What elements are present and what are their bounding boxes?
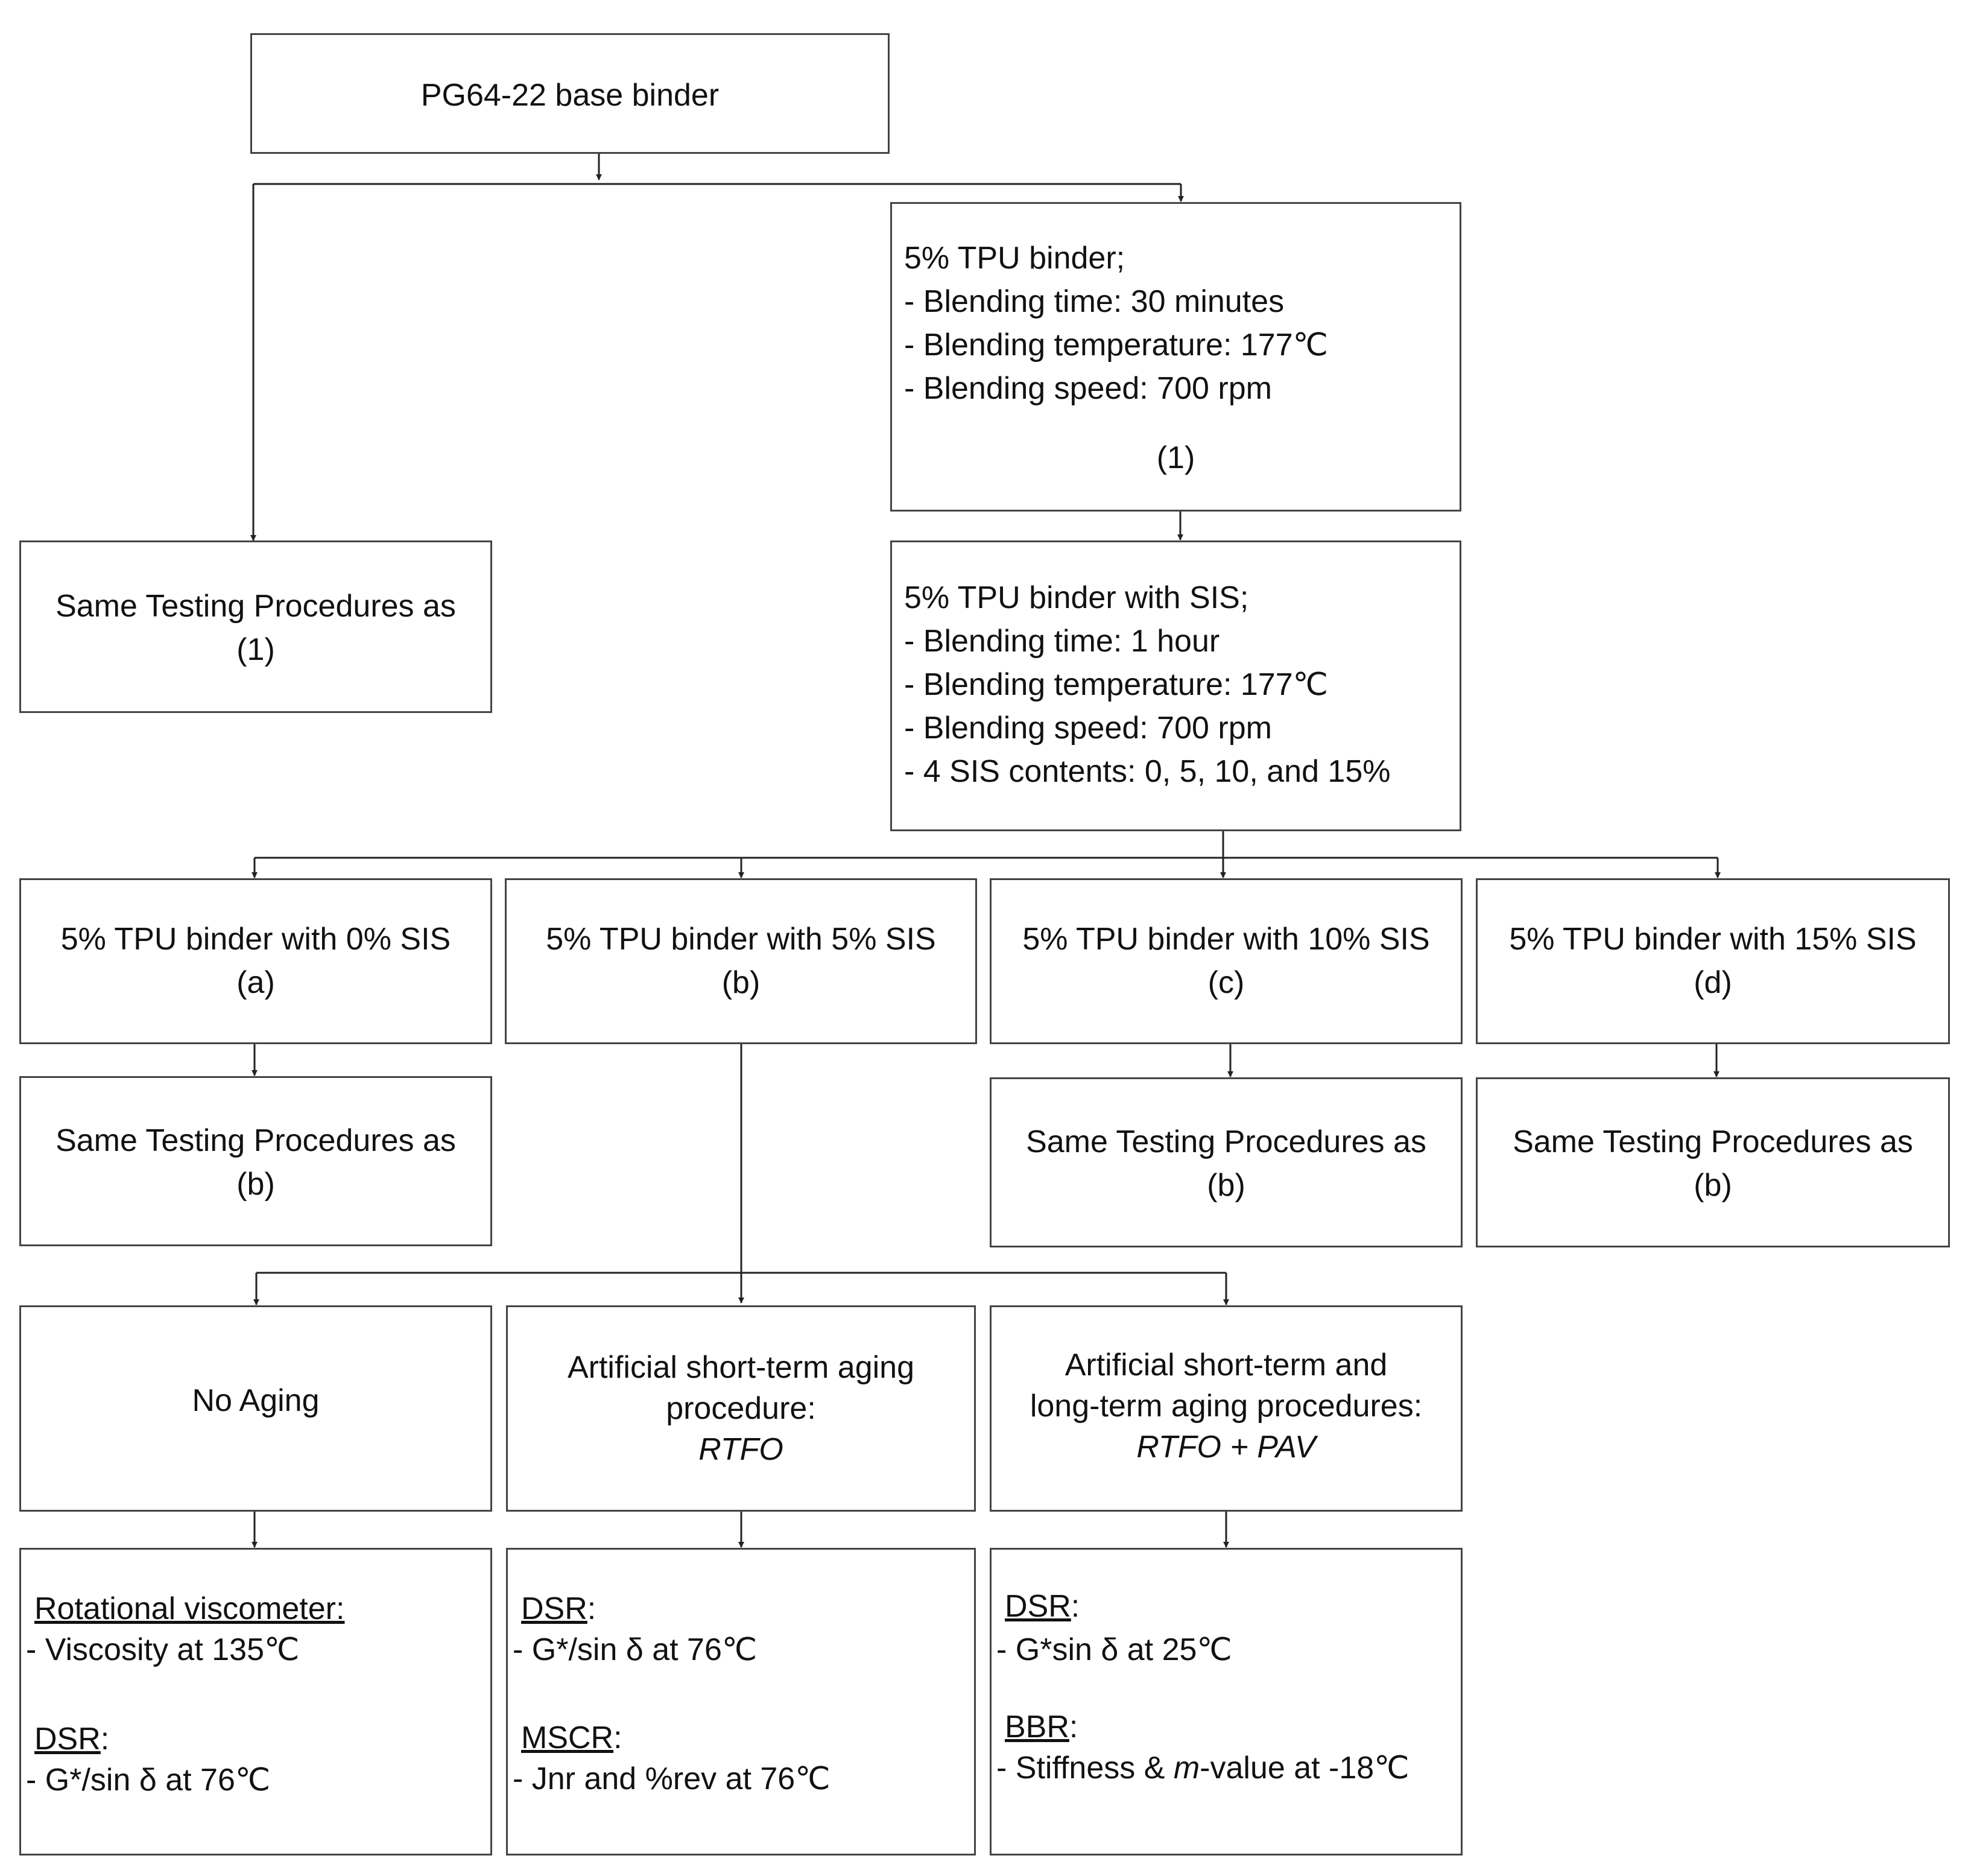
tests-no-aging-box: Rotational viscometer: - Viscosity at 13… <box>19 1548 492 1855</box>
bbr-heading: BBR: <box>1005 1705 1078 1749</box>
mscr-test: - Jnr and %rev at 76℃ <box>513 1761 830 1796</box>
variant-0-sis-box: 5% TPU binder with 0% SIS (a) <box>19 878 492 1044</box>
tests-long-term-box: DSR: - G*sin δ at 25℃ BBR: - Stiffness &… <box>990 1548 1463 1855</box>
viscosity-test: - Viscosity at 135℃ <box>26 1632 300 1667</box>
long-term-aging-line2: long-term aging procedures: <box>1030 1389 1423 1424</box>
same-testing-1-line2: (1) <box>236 632 275 667</box>
variant-tag: (c) <box>1207 965 1245 1000</box>
variant-name: 5% TPU binder with 5% SIS <box>546 922 936 957</box>
base-binder-box: PG64-22 base binder <box>250 33 890 154</box>
dsr-test: - G*/sin δ at 76℃ <box>513 1632 758 1667</box>
short-term-aging-line1: Artificial short-term aging <box>567 1350 915 1385</box>
tpu-sis-blending-temperature: - Blending temperature: 177℃ <box>904 667 1329 702</box>
long-term-aging-line1: Artificial short-term and <box>1065 1348 1388 1383</box>
variant-15-sis-box: 5% TPU binder with 15% SIS (d) <box>1476 878 1950 1044</box>
base-binder-label: PG64-22 base binder <box>420 78 720 113</box>
dsr-test: - G*sin δ at 25℃ <box>996 1632 1232 1667</box>
dsr-test: - G*/sin δ at 76℃ <box>26 1763 271 1798</box>
bbr-test: - Stiffness & m-value at -18℃ <box>996 1746 1409 1790</box>
dsr-heading-colon: : <box>1071 1589 1080 1624</box>
same-testing-line2: (b) <box>236 1167 275 1202</box>
tests-short-term-box: DSR: - G*/sin δ at 76℃ MSCR: - Jnr and %… <box>506 1548 976 1855</box>
same-testing-line1: Same Testing Procedures as <box>1026 1124 1426 1159</box>
variant-tag: (b) <box>721 965 761 1000</box>
same-testing-line2: (b) <box>1694 1168 1732 1203</box>
dsr-heading-text: DSR <box>521 1591 587 1626</box>
bbr-test-prefix: - Stiffness & <box>996 1751 1174 1786</box>
short-term-aging-box: Artificial short-term aging procedure: R… <box>506 1305 976 1512</box>
mscr-heading-colon: : <box>613 1720 622 1755</box>
tpu-sis-binder-box: 5% TPU binder with SIS; - Blending time:… <box>890 540 1461 831</box>
variant-5-sis-box: 5% TPU binder with 5% SIS (b) <box>505 878 977 1044</box>
dsr-heading: DSR: <box>1005 1585 1080 1628</box>
same-testing-1-box: Same Testing Procedures as (1) <box>19 540 492 713</box>
dsr-heading: DSR: <box>34 1717 109 1761</box>
tpu-blending-temperature: - Blending temperature: 177℃ <box>904 328 1329 363</box>
tpu-sis-title: 5% TPU binder with SIS; <box>904 580 1249 615</box>
tpu-binder-title: 5% TPU binder; <box>904 241 1125 276</box>
bbr-heading-text: BBR <box>1005 1710 1069 1744</box>
bbr-test-m: m <box>1173 1751 1200 1786</box>
mscr-heading: MSCR: <box>521 1716 622 1760</box>
tpu-blending-time: - Blending time: 30 minutes <box>904 284 1285 319</box>
dsr-heading-colon: : <box>100 1722 110 1757</box>
same-testing-line1: Same Testing Procedures as <box>55 1123 456 1158</box>
long-term-aging-box: Artificial short-term and long-term agin… <box>990 1305 1463 1512</box>
same-testing-1-line1: Same Testing Procedures as <box>55 589 456 624</box>
dsr-heading-colon: : <box>587 1591 596 1626</box>
same-testing-line2: (b) <box>1207 1168 1245 1203</box>
dsr-heading-text: DSR <box>34 1722 101 1757</box>
long-term-aging-method: RTFO + PAV <box>1136 1430 1316 1465</box>
no-aging-label: No Aging <box>192 1383 320 1418</box>
short-term-aging-line2: procedure: <box>666 1391 816 1426</box>
tpu-sis-contents: - 4 SIS contents: 0, 5, 10, and 15% <box>904 754 1391 789</box>
same-testing-line1: Same Testing Procedures as <box>1513 1124 1913 1159</box>
rotational-viscometer-heading: Rotational viscometer: <box>34 1591 345 1626</box>
variant-tag: (d) <box>1694 965 1732 1000</box>
tpu-sis-blending-time: - Blending time: 1 hour <box>904 624 1220 659</box>
no-aging-box: No Aging <box>19 1305 492 1512</box>
tpu-sis-blending-speed: - Blending speed: 700 rpm <box>904 711 1272 746</box>
tpu-tag: (1) <box>1156 440 1195 475</box>
same-testing-b-box-c: Same Testing Procedures as (b) <box>990 1077 1463 1247</box>
tpu-blending-speed: - Blending speed: 700 rpm <box>904 371 1272 406</box>
dsr-heading-text: DSR <box>1005 1589 1071 1624</box>
variant-name: 5% TPU binder with 10% SIS <box>1022 922 1430 957</box>
mscr-heading-text: MSCR <box>521 1720 614 1755</box>
variant-name: 5% TPU binder with 15% SIS <box>1509 922 1917 957</box>
variant-10-sis-box: 5% TPU binder with 10% SIS (c) <box>990 878 1463 1044</box>
dsr-heading: DSR: <box>521 1587 596 1630</box>
short-term-aging-method: RTFO <box>698 1432 783 1467</box>
variant-name: 5% TPU binder with 0% SIS <box>60 922 451 957</box>
same-testing-b-box-a: Same Testing Procedures as (b) <box>19 1076 492 1246</box>
same-testing-b-box-d: Same Testing Procedures as (b) <box>1476 1077 1950 1247</box>
bbr-test-suffix: -value at -18℃ <box>1200 1751 1409 1786</box>
bbr-heading-colon: : <box>1069 1710 1078 1744</box>
tpu-binder-box: 5% TPU binder; - Blending time: 30 minut… <box>890 202 1461 512</box>
variant-tag: (a) <box>236 965 275 1000</box>
